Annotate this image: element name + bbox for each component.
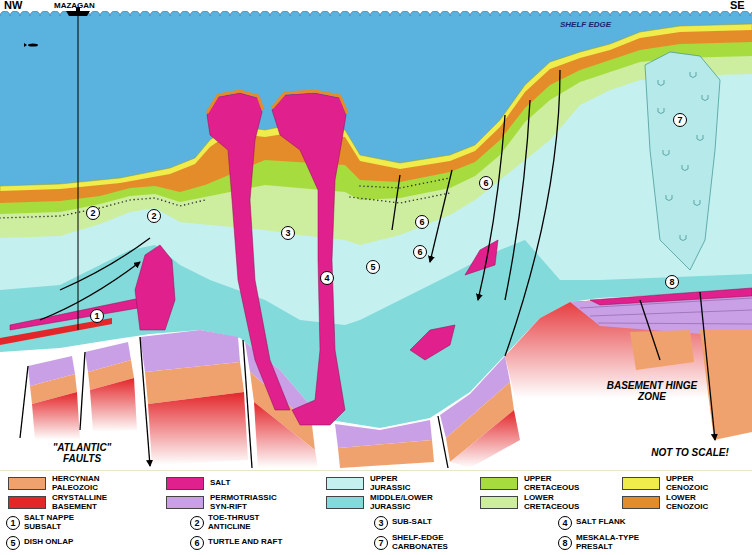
callout-description: MESKALA-TYPE PRESALT — [576, 534, 654, 551]
callout-number: 5 — [366, 260, 380, 274]
callout-number: 3 — [281, 226, 295, 240]
callout-description: DISH ONLAP — [24, 538, 102, 547]
legend-swatch — [480, 496, 518, 509]
note-label: BASEMENT HINGE ZONE — [604, 380, 700, 402]
callout-number: 5 — [6, 536, 20, 550]
legend-swatch — [326, 496, 364, 509]
callout-description: SUB-SALT — [392, 518, 470, 527]
legend-swatch — [8, 496, 46, 509]
callout-number: 7 — [673, 113, 687, 127]
callout-number: 8 — [558, 536, 572, 550]
legend-swatch — [622, 477, 660, 490]
callout-number: 3 — [374, 516, 388, 530]
direction-label: SE — [730, 0, 745, 11]
callout-number: 1 — [90, 309, 104, 323]
note-label: NOT TO SCALE! — [640, 447, 740, 458]
legend-swatch — [166, 496, 204, 509]
legend-swatch — [8, 477, 46, 490]
legend-swatch — [480, 477, 518, 490]
callout-number: 4 — [558, 516, 572, 530]
legend-text: UPPER CRETACEOUS — [524, 475, 581, 492]
callout-description: SALT FLANK — [576, 518, 654, 527]
direction-label: NW — [4, 0, 22, 11]
callout-number: 6 — [479, 176, 493, 190]
legend-text: SALT — [210, 479, 232, 488]
legend-swatch — [166, 477, 204, 490]
callout-number: 2 — [86, 206, 100, 220]
legend-text: LOWER CENOZOIC — [666, 494, 710, 511]
legend-text: UPPER JURASSIC — [370, 475, 412, 492]
well-name: MAZAGAN — [54, 1, 95, 10]
legend-text: HERCYNIAN PALEOZOIC — [52, 475, 101, 492]
legend-text: LOWER CRETACEOUS — [524, 494, 581, 511]
callout-number: 8 — [665, 275, 679, 289]
callout-description: SALT NAPPE SUBSALT — [24, 514, 102, 531]
callout-number: 2 — [147, 209, 161, 223]
callout-number: 4 — [320, 271, 334, 285]
callout-number: 6 — [413, 245, 427, 259]
legend-swatch — [622, 496, 660, 509]
legend-swatch — [326, 477, 364, 490]
callout-description: TURTLE AND RAFT — [208, 538, 286, 547]
callout-description: TOE-THRUST ANTICLINE — [208, 514, 286, 531]
callout-number: 2 — [190, 516, 204, 530]
legend-text: PERMOTRIASSIC SYN-RIFT — [210, 494, 278, 511]
legend-text: MIDDLE/LOWER JURASSIC — [370, 494, 434, 511]
callout-number: 6 — [190, 536, 204, 550]
callout-description: SHELF-EDGE CARBONATES — [392, 534, 470, 551]
note-label: "ATLANTIC" FAULTS — [42, 442, 122, 464]
feature-label: SHELF EDGE — [560, 20, 611, 29]
legend-text: CRYSTALLINE BASEMENT — [52, 494, 109, 511]
callout-number: 6 — [415, 215, 429, 229]
legend-text: UPPER CENOZOIC — [666, 475, 710, 492]
callout-number: 7 — [374, 536, 388, 550]
callout-number: 1 — [6, 516, 20, 530]
